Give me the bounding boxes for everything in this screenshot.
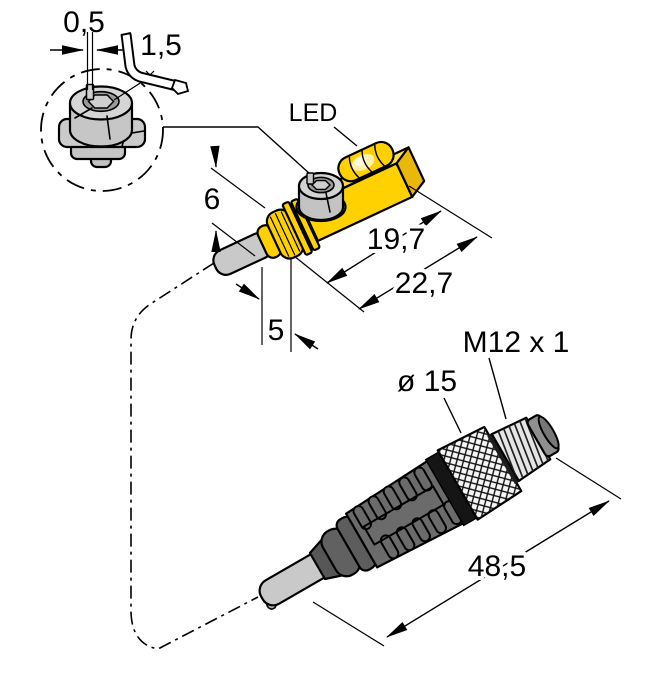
cable-continuation-centerline — [130, 262, 259, 650]
sensor-clamp-screw — [295, 171, 347, 223]
dimension-slot-width: 0,5 — [50, 6, 130, 90]
detail-clamp-screw — [57, 83, 147, 169]
hex-key-size-label: 1,5 — [140, 29, 182, 62]
detail-circle — [40, 68, 164, 192]
dimension-mount-offset-5: 5 — [235, 257, 319, 352]
hex-key-tip — [170, 78, 190, 96]
detail-view — [40, 68, 332, 194]
detail-leader-line — [163, 126, 332, 194]
m12-connector — [258, 414, 560, 610]
connector-length-label: 48,5 — [468, 550, 526, 583]
dimension-total-length: 22,7 — [358, 236, 478, 310]
led-dome — [337, 140, 395, 183]
diameter-label: ø 15 — [397, 365, 457, 398]
total-length-label: 22,7 — [395, 267, 453, 300]
slot-width-label: 0,5 — [63, 6, 105, 39]
dimension-connector-length: 48,5 — [312, 457, 622, 647]
dimension-height-6: 6 — [200, 145, 266, 257]
led-label: LED — [289, 99, 338, 127]
height-label: 6 — [204, 183, 221, 216]
connector-callouts: ø 15 M12 x 1 — [397, 326, 570, 434]
housing-end-face — [395, 146, 426, 198]
body-length-label: 19,7 — [367, 223, 425, 256]
led-callout: LED — [289, 99, 358, 147]
hex-key: 1,5 — [120, 29, 190, 96]
thread-spec-label: M12 x 1 — [463, 326, 570, 359]
mount-offset-label: 5 — [268, 314, 285, 347]
